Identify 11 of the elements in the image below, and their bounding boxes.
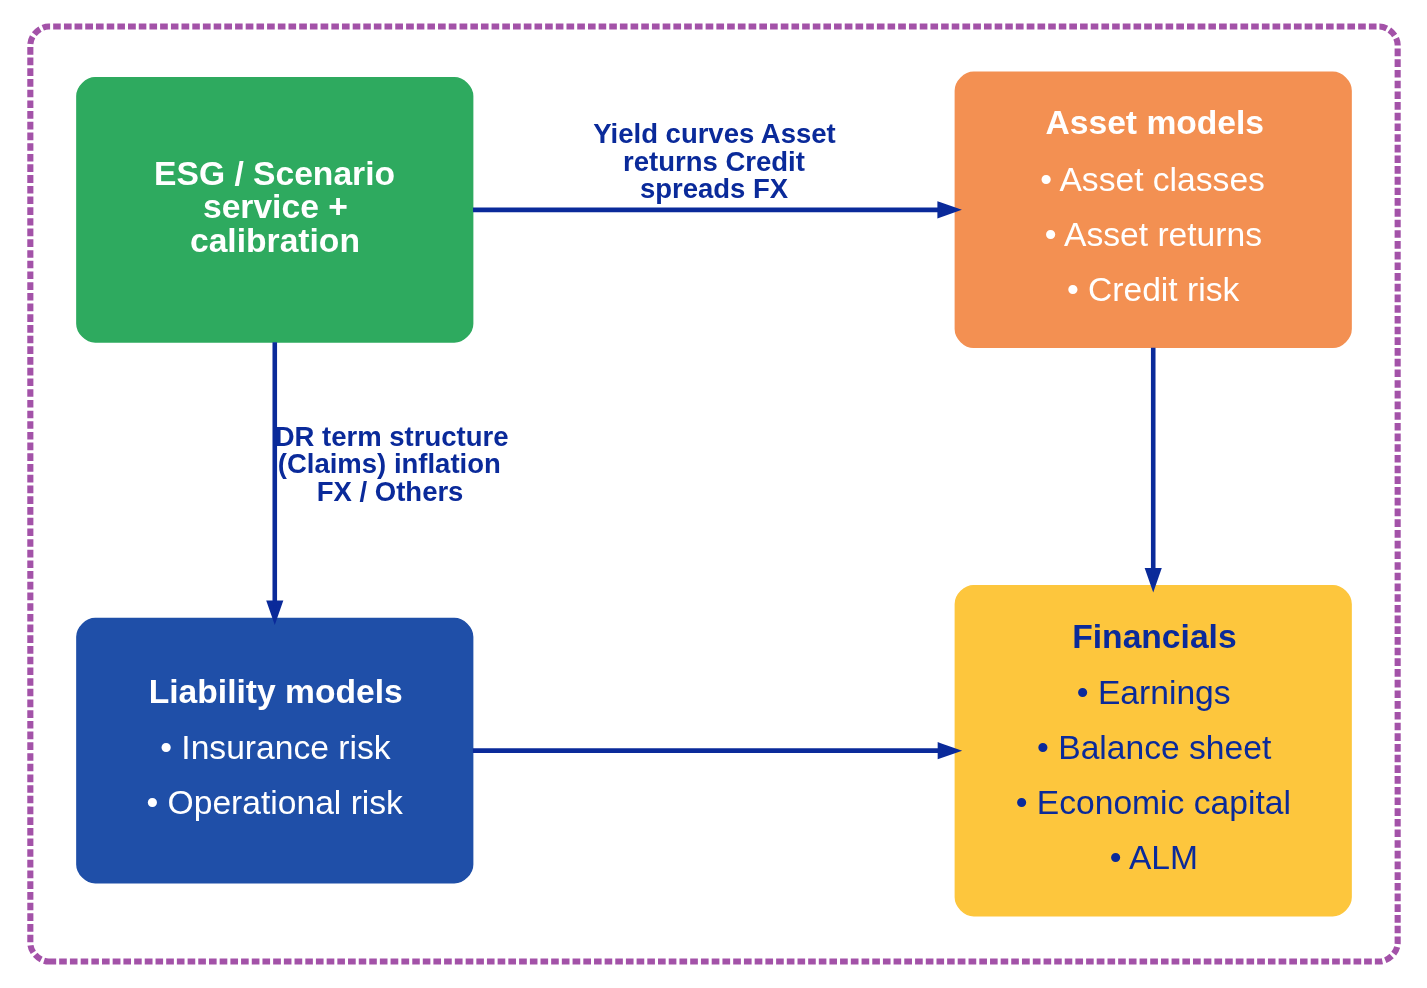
arrow: [472, 742, 962, 760]
node-box: Financials • Earnings • Balance sheet • Economic capital • ALM: [954, 584, 1352, 917]
node-box: Liability models • Insurance risk • Operational risk: [75, 617, 473, 884]
node-box: ESG / Scenario service + calibration: [75, 76, 473, 343]
cluster: [26, 23, 1401, 965]
node-box: Asset models • Asset classes • Asset returns • Credit risk: [954, 71, 1352, 349]
edge-label: DR term structure (Claims) inflation FX / Others: [274, 420, 508, 507]
arrow: [265, 342, 283, 626]
arrow: [1144, 347, 1162, 593]
arrow: [472, 201, 962, 219]
edge-label: Yield curves Asset returns Credit spreads FX: [592, 118, 836, 205]
